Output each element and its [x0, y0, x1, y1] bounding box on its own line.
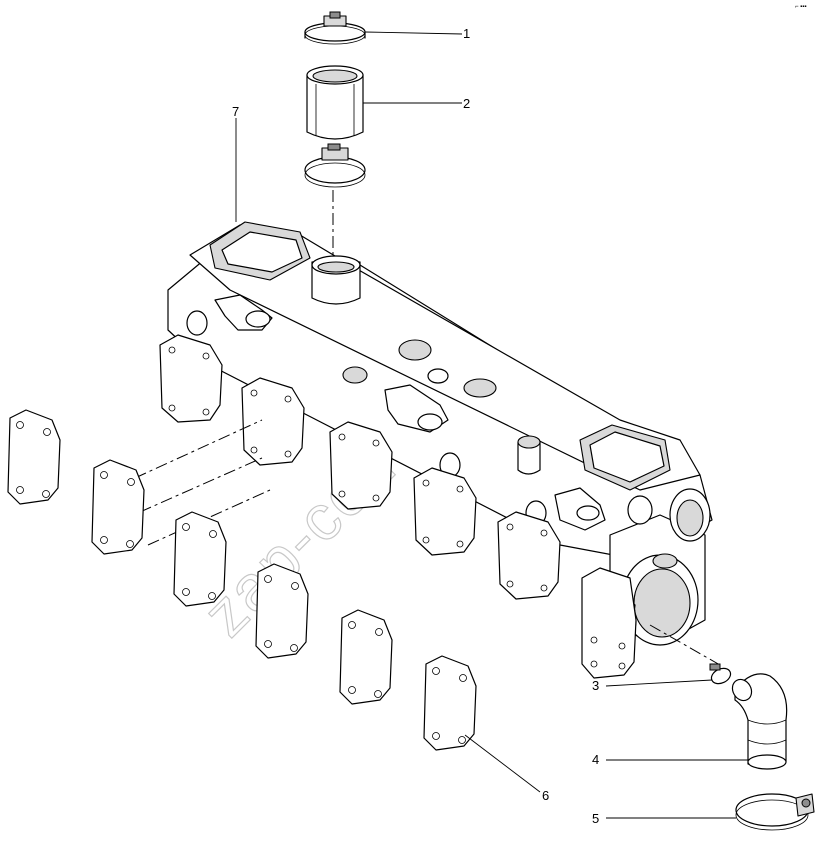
callout-2: 2	[463, 96, 470, 111]
callout-1: 1	[463, 26, 470, 41]
callout-4: 4	[592, 752, 599, 767]
leader-lines	[235, 31, 748, 819]
callout-5: 5	[592, 811, 599, 826]
part-2-sleeve	[306, 65, 364, 140]
part-7-manifold	[159, 221, 713, 679]
corner-mark: ⌐ ▪▪▪	[795, 4, 807, 10]
gasket-alignment-lines	[134, 419, 721, 666]
part-1-clamp	[304, 11, 366, 45]
manifold-flanges	[159, 334, 637, 679]
callout-6: 6	[542, 788, 549, 803]
part-5-large-clamp	[735, 793, 815, 831]
callout-7: 7	[232, 104, 239, 119]
part-3-small-clamp	[709, 663, 732, 685]
part-6-gaskets	[7, 409, 477, 751]
part-4-hose	[731, 673, 788, 770]
callout-3: 3	[592, 678, 599, 693]
lower-sleeve-clamp	[304, 143, 366, 188]
